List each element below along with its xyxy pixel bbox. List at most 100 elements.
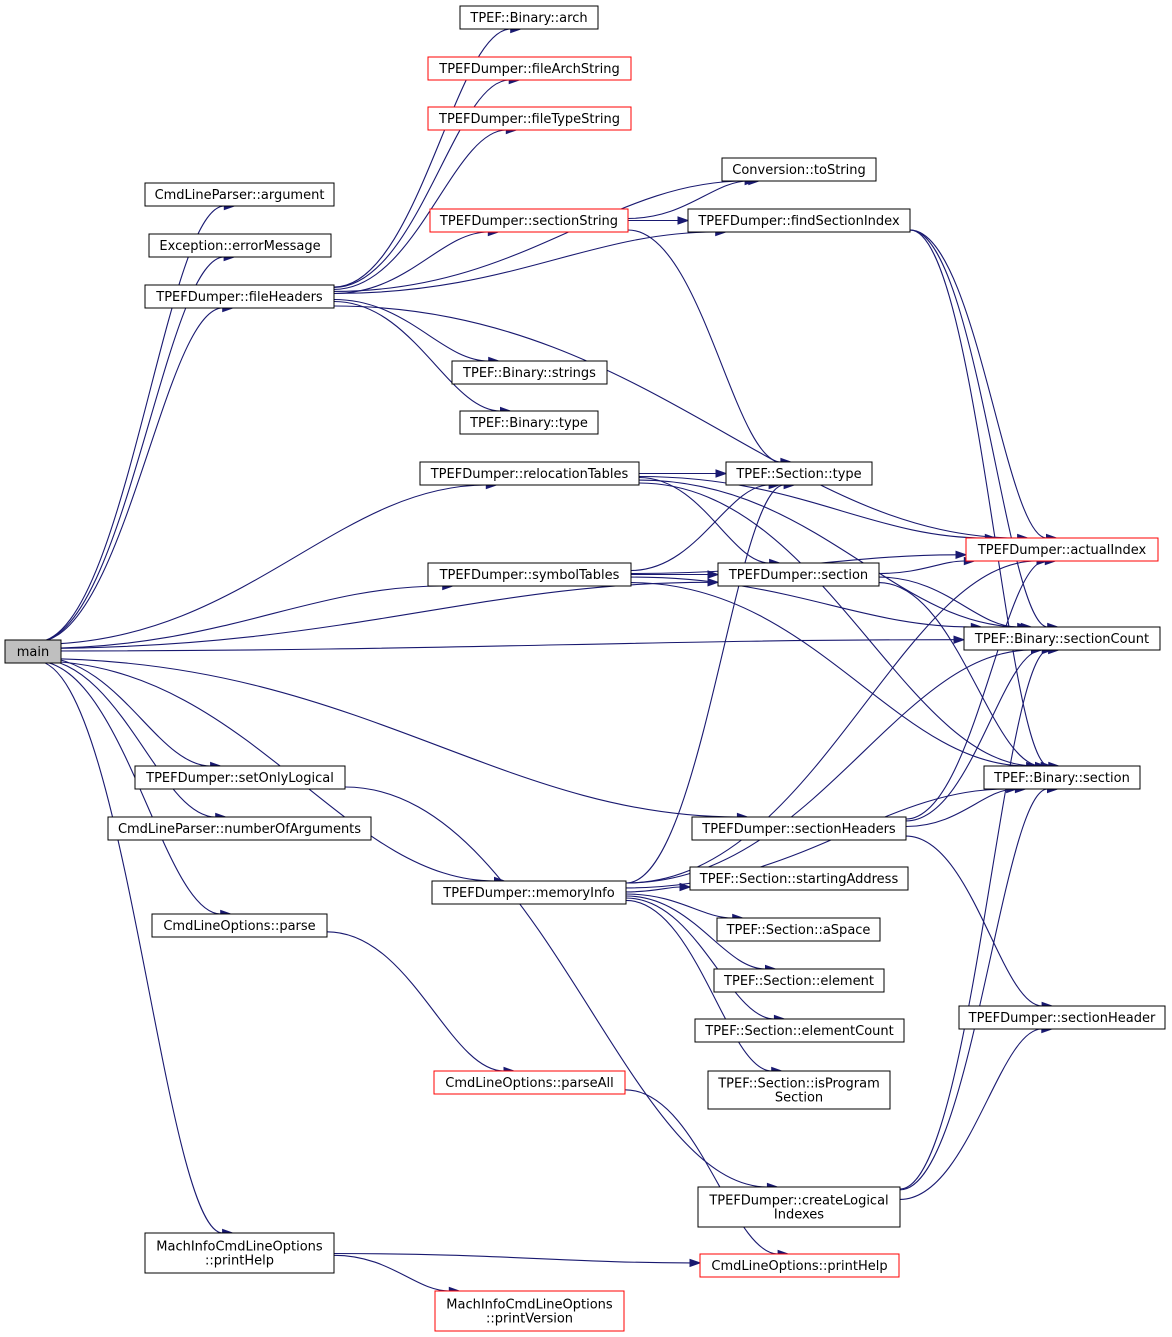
- node-findSectionIndex[interactable]: TPEFDumper::findSectionIndex: [687, 208, 911, 233]
- node-label: TPEF::Section::element: [723, 974, 874, 989]
- node-box[interactable]: [107, 816, 372, 841]
- edge-main-to-argument: [35, 201, 236, 643]
- node-box[interactable]: [983, 765, 1141, 790]
- node-cmdPrintHelp[interactable]: CmdLineOptions::printHelp: [699, 1253, 900, 1278]
- node-symbolTables[interactable]: TPEFDumper::symbolTables: [427, 562, 632, 587]
- node-toString[interactable]: Conversion::toString: [721, 157, 877, 182]
- node-fileArchString[interactable]: TPEFDumper::fileArchString: [427, 56, 632, 81]
- node-box[interactable]: [691, 816, 907, 841]
- node-memoryInfo[interactable]: TPEFDumper::memoryInfo: [431, 880, 627, 905]
- node-fileTypeString[interactable]: TPEFDumper::fileTypeString: [427, 106, 632, 131]
- edge-main-to-sectionCount: [35, 635, 966, 652]
- node-box[interactable]: [958, 1005, 1166, 1030]
- node-label: TPEFDumper::section: [728, 568, 868, 583]
- node-label: TPEFDumper::fileTypeString: [438, 112, 620, 127]
- node-box[interactable]: [148, 233, 332, 258]
- node-box[interactable]: [431, 880, 627, 905]
- node-sectionString[interactable]: TPEFDumper::sectionString: [429, 208, 629, 233]
- node-box[interactable]: [699, 1253, 900, 1278]
- node-label: Section: [775, 1091, 823, 1106]
- node-box[interactable]: [427, 106, 632, 131]
- node-box[interactable]: [451, 360, 608, 385]
- node-aSpace[interactable]: TPEF::Section::aSpace: [716, 917, 881, 942]
- node-binType[interactable]: TPEF::Binary::type: [459, 410, 599, 435]
- node-box[interactable]: [459, 5, 599, 30]
- node-label: TPEFDumper::sectionHeaders: [701, 822, 896, 837]
- nodes-layer: main TPEF::Binary::archTPEFDumper::fileAr…: [4, 5, 1166, 1332]
- node-errorMessage[interactable]: Exception::errorMessage: [148, 233, 332, 258]
- edge-relocationTables-to-actualIndex: [638, 475, 997, 543]
- node-numberOfArguments[interactable]: CmdLineParser::numberOfArguments: [107, 816, 372, 841]
- edge-createLogicalIndexes-to-sectionCount: [899, 645, 1061, 1190]
- node-parseAll[interactable]: CmdLineOptions::parseAll: [433, 1070, 626, 1095]
- node-box[interactable]: [689, 866, 909, 891]
- node-relocationTables[interactable]: TPEFDumper::relocationTables: [419, 461, 640, 486]
- node-label: TPEFDumper::sectionHeader: [968, 1011, 1156, 1026]
- node-box[interactable]: [144, 1232, 335, 1274]
- node-box[interactable]: [716, 917, 881, 942]
- node-box[interactable]: [427, 56, 632, 81]
- node-main[interactable]: main: [4, 639, 62, 664]
- edge-findSectionIndex-to-sectionCount: [909, 229, 1060, 632]
- edge-main-to-dumperSection: [35, 578, 720, 649]
- node-box[interactable]: [419, 461, 640, 486]
- node-machPrintHelp[interactable]: MachInfoCmdLineOptions::printHelp: [144, 1232, 335, 1274]
- node-startingAddress[interactable]: TPEF::Section::startingAddress: [689, 866, 909, 891]
- arrowhead: [689, 1258, 702, 1268]
- node-argument[interactable]: CmdLineParser::argument: [144, 182, 335, 207]
- node-box[interactable]: [144, 284, 335, 309]
- node-box[interactable]: [427, 562, 632, 587]
- node-box[interactable]: [433, 1070, 626, 1095]
- edge-sectionHeaders-to-sectionHeader: [905, 835, 1054, 1011]
- node-box[interactable]: [707, 1070, 891, 1110]
- node-box[interactable]: [965, 537, 1159, 562]
- node-sectionType[interactable]: TPEF::Section::type: [725, 461, 873, 486]
- node-dumperSection[interactable]: TPEFDumper::section: [717, 562, 880, 587]
- node-sectionHeaders[interactable]: TPEFDumper::sectionHeaders: [691, 816, 907, 841]
- node-box[interactable]: [4, 639, 62, 664]
- node-fileHeaders[interactable]: TPEFDumper::fileHeaders: [144, 284, 335, 309]
- edge-fileHeaders-to-findSectionIndex: [333, 227, 728, 295]
- node-box[interactable]: [694, 1018, 905, 1043]
- node-label: TPEF::Section::startingAddress: [699, 872, 899, 887]
- node-printVersion[interactable]: MachInfoCmdLineOptions::printVersion: [434, 1290, 625, 1332]
- node-strings[interactable]: TPEF::Binary::strings: [451, 360, 608, 385]
- node-label: TPEF::Binary::section: [993, 771, 1130, 786]
- node-label: CmdLineParser::argument: [155, 188, 325, 203]
- node-box[interactable]: [459, 410, 599, 435]
- node-label: ::printHelp: [205, 1254, 274, 1269]
- node-elementCount[interactable]: TPEF::Section::elementCount: [694, 1018, 905, 1043]
- node-box[interactable]: [429, 208, 629, 233]
- node-box[interactable]: [434, 1290, 625, 1332]
- arrowhead: [953, 635, 966, 644]
- node-label: TPEFDumper::sectionString: [439, 214, 618, 229]
- node-box[interactable]: [713, 968, 885, 993]
- edge-fileHeaders-to-strings: [333, 298, 501, 366]
- node-box[interactable]: [721, 157, 877, 182]
- node-box[interactable]: [134, 765, 346, 790]
- arrowhead: [677, 216, 690, 225]
- node-box[interactable]: [144, 182, 335, 207]
- node-box[interactable]: [963, 626, 1161, 651]
- node-box[interactable]: [687, 208, 911, 233]
- node-sectionHeader[interactable]: TPEFDumper::sectionHeader: [958, 1005, 1166, 1030]
- node-box[interactable]: [697, 1186, 901, 1228]
- node-parse[interactable]: CmdLineOptions::parse: [151, 913, 328, 938]
- node-box[interactable]: [717, 562, 880, 587]
- node-sectionCount[interactable]: TPEF::Binary::sectionCount: [963, 626, 1161, 651]
- node-arch[interactable]: TPEF::Binary::arch: [459, 5, 599, 30]
- edge-sectionString-to-sectionType: [627, 229, 793, 467]
- edge-createLogicalIndexes-to-sectionHeader: [899, 1024, 1054, 1200]
- node-box[interactable]: [725, 461, 873, 486]
- node-box[interactable]: [151, 913, 328, 938]
- node-binSection[interactable]: TPEF::Binary::section: [983, 765, 1141, 790]
- node-setOnlyLogical[interactable]: TPEFDumper::setOnlyLogical: [134, 765, 346, 790]
- edge-memoryInfo-to-startingAddress: [625, 882, 692, 893]
- edge-findSectionIndex-to-actualIndex: [909, 229, 1059, 543]
- node-element[interactable]: TPEF::Section::element: [713, 968, 885, 993]
- node-actualIndex[interactable]: TPEFDumper::actualIndex: [965, 537, 1159, 562]
- node-label: TPEFDumper::memoryInfo: [442, 886, 614, 901]
- edge-dumperSection-to-actualIndex: [878, 556, 976, 575]
